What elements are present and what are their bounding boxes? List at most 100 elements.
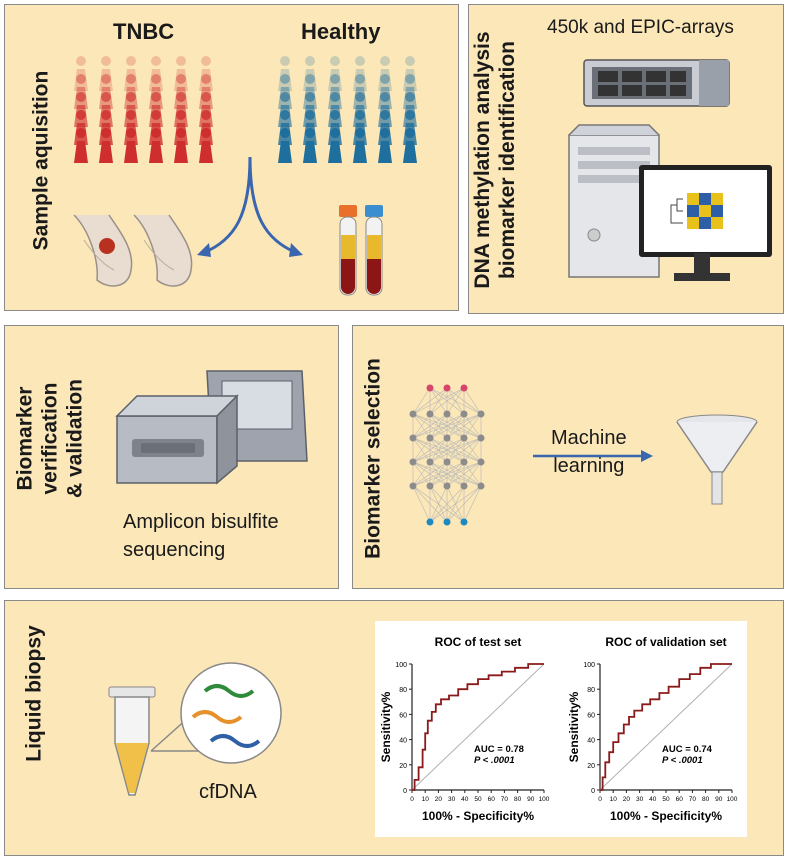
person-icon — [353, 56, 367, 91]
network-node — [409, 434, 417, 442]
person-icon — [124, 74, 138, 109]
sample-acquisition-title: Sample aquisition — [29, 70, 53, 251]
methylation-analysis-title: DNA methylation analysis biomarker ident… — [471, 31, 519, 289]
y-tick-label: 40 — [399, 738, 407, 745]
y-tick-label: 100 — [395, 662, 407, 669]
person-icon — [378, 110, 392, 145]
y-tick-label: 0 — [591, 788, 595, 795]
y-tick-label: 80 — [587, 687, 595, 694]
network-node — [443, 518, 451, 526]
y-tick-label: 20 — [587, 763, 595, 770]
array-label: 450k and EPIC-arrays — [547, 17, 734, 38]
person-icon — [199, 74, 213, 109]
person-icon — [403, 74, 417, 109]
person-icon — [303, 74, 317, 109]
network-node — [460, 410, 468, 418]
person-icon — [149, 74, 163, 109]
funnel-icon — [676, 414, 758, 505]
network-node — [460, 458, 468, 466]
x-tick-label: 0 — [598, 796, 602, 803]
healthy-donors-icon — [278, 56, 417, 163]
network-node — [477, 482, 485, 490]
computer-tower-icon — [568, 124, 660, 278]
network-node — [460, 518, 468, 526]
x-tick-label: 10 — [422, 796, 430, 803]
roc-curve — [412, 663, 544, 791]
y-tick-label: 40 — [587, 738, 595, 745]
x-tick-label: 0 — [410, 796, 414, 803]
person-icon — [99, 92, 113, 127]
roc-title: ROC of validation set — [605, 635, 726, 649]
person-icon — [278, 92, 292, 127]
person-icon — [174, 110, 188, 145]
person-icon — [328, 56, 342, 91]
person-icon — [378, 56, 392, 91]
network-node — [426, 410, 434, 418]
x-tick-label: 10 — [610, 796, 618, 803]
person-icon — [124, 56, 138, 91]
person-icon — [124, 92, 138, 127]
network-node — [443, 482, 451, 490]
roc-title: ROC of test set — [435, 635, 522, 649]
x-tick-label: 80 — [514, 796, 522, 803]
network-node — [409, 458, 417, 466]
liquid-biopsy-title: Liquid biopsy — [22, 625, 46, 762]
person-icon — [74, 74, 88, 109]
person-icon — [403, 92, 417, 127]
y-tick-label: 60 — [399, 712, 407, 719]
network-node — [460, 482, 468, 490]
p-value-label: P < .0001 — [662, 755, 703, 766]
auc-label: AUC = 0.78 — [474, 744, 524, 755]
blood-tubes-icon — [339, 205, 383, 296]
monitor-heatmap-icon — [639, 165, 772, 281]
person-icon — [378, 128, 392, 163]
cfdna-label: cfDNA — [199, 781, 257, 803]
person-icon — [149, 92, 163, 127]
machine-learning-label: Machine learning — [551, 427, 627, 477]
methylation-analysis-panel: DNA methylation analysis biomarker ident… — [468, 4, 784, 314]
auc-label: AUC = 0.74 — [662, 744, 713, 755]
person-icon — [199, 56, 213, 91]
person-icon — [278, 128, 292, 163]
microarray-scanner-icon — [583, 59, 730, 107]
person-icon — [199, 110, 213, 145]
x-tick-label: 50 — [662, 796, 670, 803]
person-icon — [303, 110, 317, 145]
person-icon — [328, 92, 342, 127]
x-tick-label: 70 — [689, 796, 697, 803]
person-icon — [378, 74, 392, 109]
network-node — [443, 458, 451, 466]
person-icon — [403, 56, 417, 91]
x-tick-label: 70 — [501, 796, 509, 803]
person-icon — [278, 110, 292, 145]
person-icon — [303, 92, 317, 127]
person-icon — [124, 110, 138, 145]
person-icon — [99, 128, 113, 163]
network-node — [460, 434, 468, 442]
cfdna-magnifier-icon — [150, 662, 282, 764]
person-icon — [74, 110, 88, 145]
person-icon — [74, 56, 88, 91]
person-icon — [149, 56, 163, 91]
reference-line — [411, 663, 545, 791]
network-node — [409, 410, 417, 418]
person-icon — [99, 56, 113, 91]
verification-title: Biomarker verification & validation — [13, 378, 87, 499]
person-icon — [353, 128, 367, 163]
healthy-label: Healthy — [301, 19, 381, 44]
person-icon — [124, 128, 138, 163]
breast-tissue-icon — [73, 214, 193, 287]
y-axis-label: Sensitivity% — [379, 691, 393, 762]
arrow-right-icon — [533, 450, 653, 462]
network-node — [426, 384, 434, 392]
biomarker-selection-panel: Biomarker selection Machine learning — [352, 325, 784, 589]
neural-network-icon — [409, 384, 485, 526]
person-icon — [99, 110, 113, 145]
person-icon — [174, 128, 188, 163]
person-icon — [174, 74, 188, 109]
person-icon — [74, 92, 88, 127]
x-tick-label: 30 — [448, 796, 456, 803]
person-icon — [353, 110, 367, 145]
